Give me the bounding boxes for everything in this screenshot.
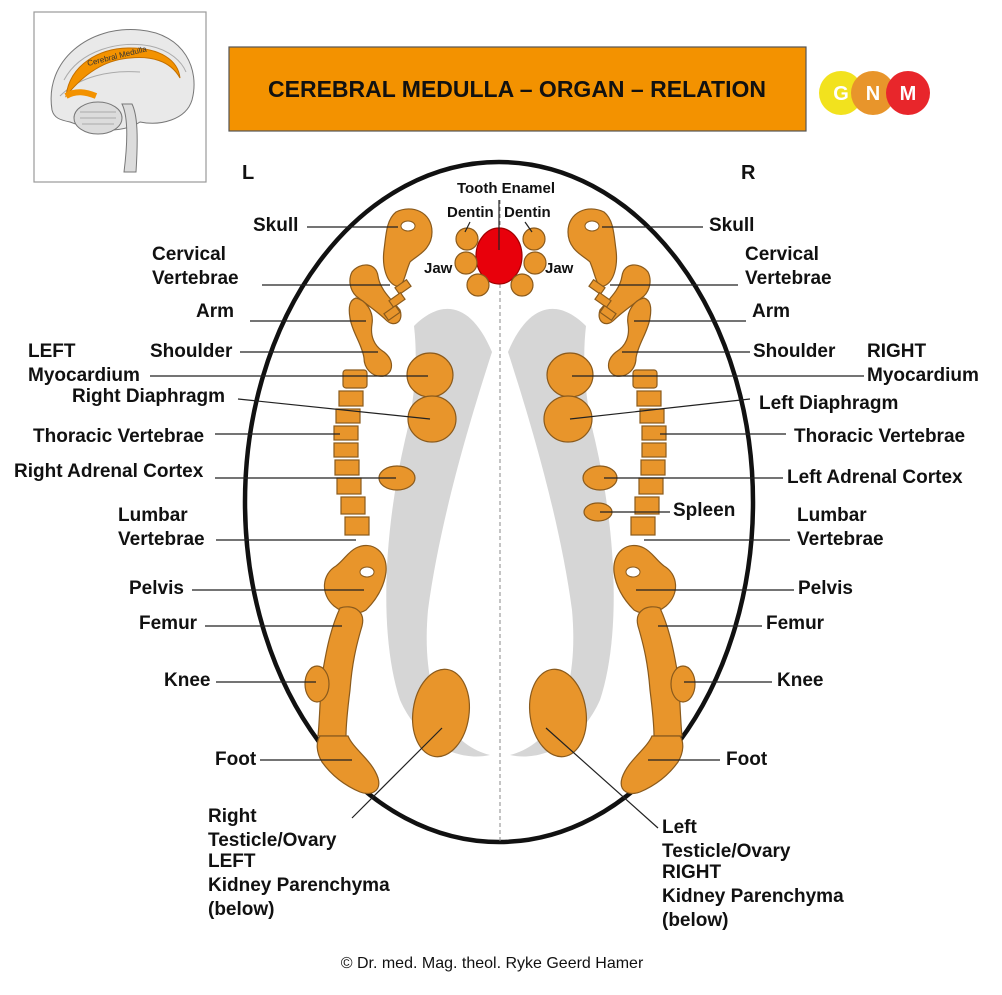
label-left-myocardium-1: LEFT xyxy=(28,341,76,362)
label-right-diaphragm: Right Diaphragm xyxy=(72,386,225,407)
brain-outline xyxy=(242,159,756,845)
label-left-myocardium-2: Myocardium xyxy=(28,365,140,386)
label-left-testicle-3: RIGHT xyxy=(662,862,722,883)
label-right-femur: Femur xyxy=(766,613,825,634)
teeth-group xyxy=(454,227,547,297)
brain-thumbnail: Cerebral Medulla xyxy=(33,11,207,183)
label-left-foot: Foot xyxy=(215,749,257,770)
label-left-adrenal-cortex: Left Adrenal Cortex xyxy=(787,467,963,488)
dentin-tooth xyxy=(510,273,534,297)
label-spleen: Spleen xyxy=(673,500,735,521)
label-left-pelvis: Pelvis xyxy=(129,578,184,599)
right-labels: Skull Cervical Vertebrae Arm Shoulder RI… xyxy=(662,215,979,931)
left-skull-shape xyxy=(382,208,433,287)
dentin-tooth xyxy=(466,273,490,297)
label-right-testicle-5: (below) xyxy=(208,899,275,920)
label-right-thoracic: Thoracic Vertebrae xyxy=(794,426,965,447)
label-right-testicle-1: Right xyxy=(208,806,257,827)
label-left-diaphragm: Left Diaphragm xyxy=(759,393,898,414)
label-right-cervical-1: Cervical xyxy=(745,244,819,265)
page-title: CEREBRAL MEDULLA – ORGAN – RELATION xyxy=(268,76,766,102)
label-right-myocardium-2: Myocardium xyxy=(867,365,979,386)
left-myocardium-shape xyxy=(406,352,454,398)
label-right-lumbar-1: Lumbar xyxy=(797,505,867,526)
label-right-myocardium-1: RIGHT xyxy=(867,341,927,362)
label-right-testicle-4: Kidney Parenchyma xyxy=(208,875,390,896)
dentin-tooth xyxy=(522,227,546,251)
label-left-testicle-1: Left xyxy=(662,817,698,838)
logo-letter-g: G xyxy=(833,83,849,105)
left-leader-lines xyxy=(150,226,443,819)
teeth-labels: Tooth Enamel Dentin Dentin Jaw Jaw xyxy=(424,180,574,277)
left-jaw-shape xyxy=(349,264,402,325)
label-right-shoulder: Shoulder xyxy=(753,341,836,362)
label-right-pelvis: Pelvis xyxy=(798,578,853,599)
label-right-skull: Skull xyxy=(709,215,754,236)
left-testicle-shape xyxy=(529,668,587,758)
label-left-cervical-2: Vertebrae xyxy=(152,268,239,289)
label-right-cervical-2: Vertebrae xyxy=(745,268,832,289)
label-dentin-right: Dentin xyxy=(504,204,551,221)
right-leader-lines xyxy=(545,226,864,829)
left-foot-shape xyxy=(316,735,380,795)
label-left-shoulder: Shoulder xyxy=(150,341,233,362)
label-right-foot: Foot xyxy=(726,749,768,770)
label-left-femur: Femur xyxy=(139,613,198,634)
label-jaw-left: Jaw xyxy=(424,260,453,277)
label-left-cervical-1: Cervical xyxy=(152,244,226,265)
right-myocardium-shape xyxy=(546,352,594,398)
label-right-testicle-3: LEFT xyxy=(208,851,256,872)
copyright-notice: © Dr. med. Mag. theol. Ryke Geerd Hamer xyxy=(341,955,644,972)
right-organs xyxy=(529,352,618,758)
dentin-tooth xyxy=(454,251,478,275)
left-organs xyxy=(378,352,470,758)
left-pelvis-shape xyxy=(323,544,387,615)
label-right-knee: Knee xyxy=(777,670,823,691)
label-left-lumbar-1: Lumbar xyxy=(118,505,188,526)
label-left-thoracic: Thoracic Vertebrae xyxy=(33,426,204,447)
left-labels: Skull Cervical Vertebrae Arm LEFT Myocar… xyxy=(14,215,390,920)
left-femur-shape xyxy=(317,606,364,737)
label-left-arm: Arm xyxy=(196,301,234,322)
right-diaphragm-shape xyxy=(407,395,457,443)
label-dentin-left: Dentin xyxy=(447,204,494,221)
label-left-testicle-4: Kidney Parenchyma xyxy=(662,886,844,907)
left-skeleton xyxy=(304,208,433,795)
label-left-testicle-5: (below) xyxy=(662,910,729,931)
label-left-knee: Knee xyxy=(164,670,210,691)
label-right-testicle-2: Testicle/Ovary xyxy=(208,830,337,851)
dentin-tooth xyxy=(455,227,479,251)
dentin-tooth xyxy=(523,251,547,275)
logo-letter-m: M xyxy=(900,83,917,105)
title-banner: CEREBRAL MEDULLA – ORGAN – RELATION xyxy=(228,46,807,132)
left-knee-shape xyxy=(304,665,330,703)
label-left-lumbar-2: Vertebrae xyxy=(118,529,205,550)
side-right-marker: R xyxy=(741,162,756,184)
label-right-adrenal-cortex: Right Adrenal Cortex xyxy=(14,461,204,482)
gnm-logo: G N M xyxy=(819,71,930,115)
label-right-lumbar-2: Vertebrae xyxy=(797,529,884,550)
logo-letter-n: N xyxy=(866,83,880,105)
label-jaw-right: Jaw xyxy=(545,260,574,277)
left-diaphragm-shape xyxy=(543,395,593,443)
label-right-arm: Arm xyxy=(752,301,790,322)
label-left-testicle-2: Testicle/Ovary xyxy=(662,841,791,862)
side-left-marker: L xyxy=(242,162,254,184)
right-testicle-shape xyxy=(412,668,470,758)
label-left-skull: Skull xyxy=(253,215,298,236)
label-tooth-enamel: Tooth Enamel xyxy=(457,180,555,197)
